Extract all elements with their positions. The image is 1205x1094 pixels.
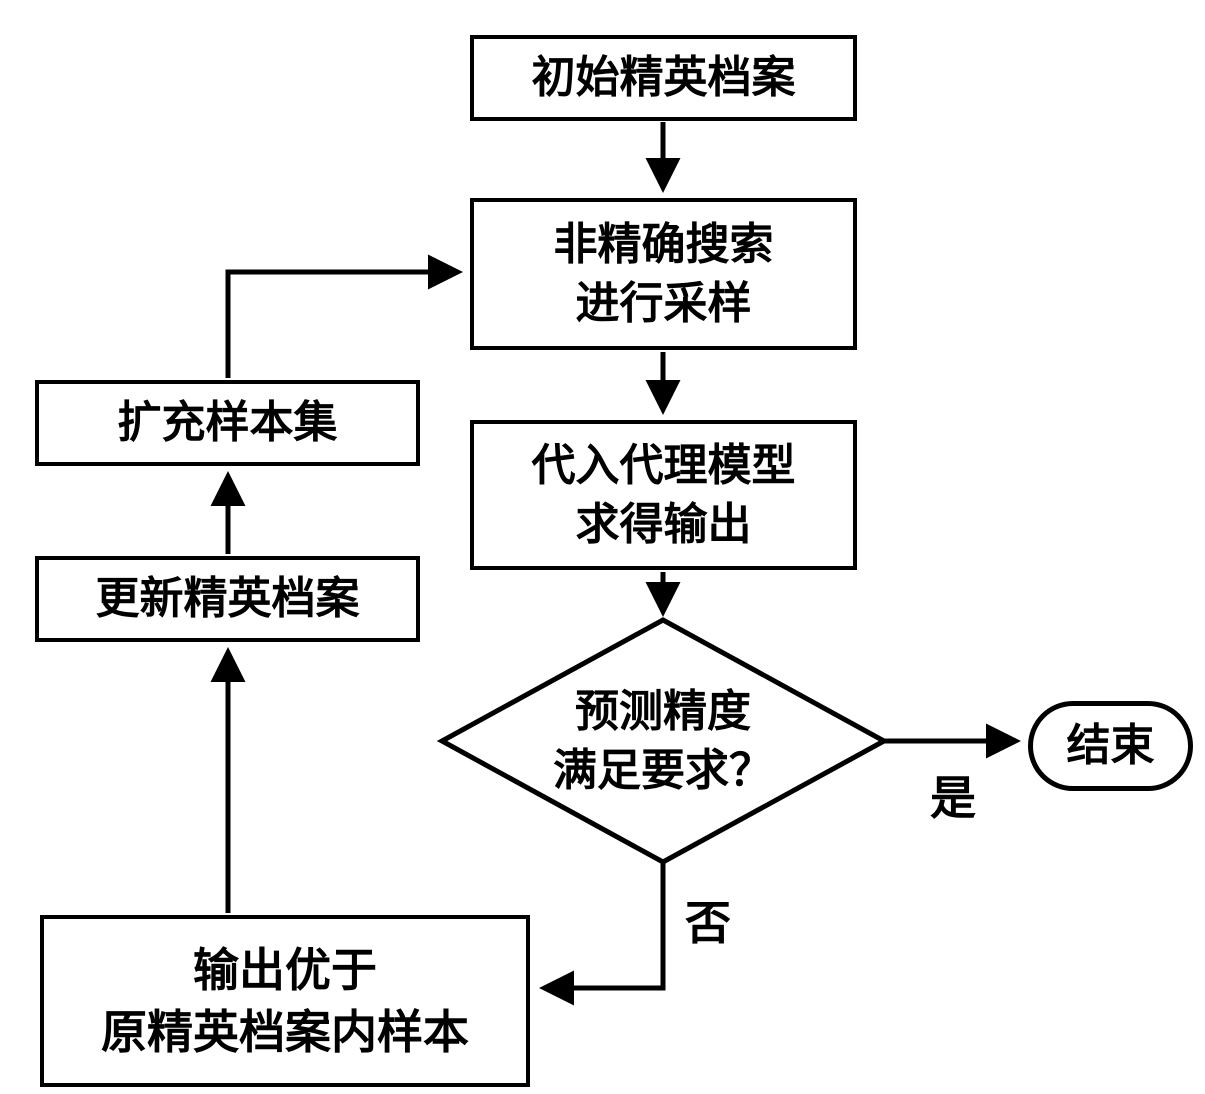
start-node: 初始精英档案 bbox=[470, 35, 857, 121]
update-archive-node-label: 更新精英档案 bbox=[95, 574, 360, 624]
decision-diamond-shape bbox=[436, 617, 890, 865]
decision-node-label: 预测精度 满足要求？ bbox=[553, 686, 773, 795]
expand-sample-set-node-label: 扩充样本集 bbox=[117, 398, 338, 448]
surrogate-model-node-label: 代入代理模型 求得输出 bbox=[531, 440, 796, 549]
expand-sample-set-node: 扩充样本集 bbox=[35, 380, 420, 466]
edge-decision-to-better bbox=[539, 862, 666, 1006]
output-better-node: 输出优于 原精英档案内样本 bbox=[40, 915, 530, 1087]
edge-label-no: 否 bbox=[685, 897, 731, 949]
edge-expand-to-sample bbox=[225, 254, 463, 378]
sample-node: 非精确搜索 进行采样 bbox=[470, 198, 857, 350]
output-better-node-label: 输出优于 原精英档案内样本 bbox=[101, 943, 469, 1058]
update-archive-node: 更新精英档案 bbox=[35, 556, 420, 642]
end-node: 结束 bbox=[1028, 701, 1193, 791]
edge-label-yes: 是 bbox=[930, 772, 976, 824]
sample-node-label: 非精确搜索 进行采样 bbox=[553, 219, 774, 328]
end-node-label: 结束 bbox=[1066, 721, 1155, 771]
start-node-label: 初始精英档案 bbox=[531, 53, 796, 103]
surrogate-model-node: 代入代理模型 求得输出 bbox=[470, 420, 857, 570]
